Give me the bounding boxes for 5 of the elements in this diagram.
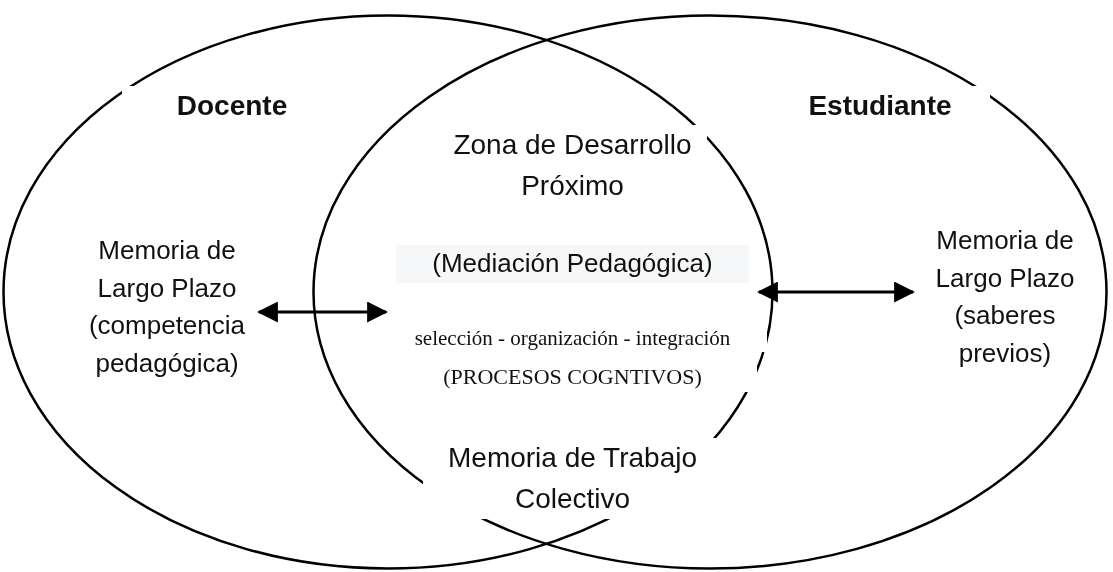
text-label: Memoria de Largo Plazo (saberes previos): [915, 222, 1095, 374]
double-arrow: [256, 301, 389, 323]
mediation-label: (Mediación Pedagógica): [396, 245, 749, 283]
text-label: Memoria de Largo Plazo (competencia pedagógica): [77, 232, 257, 384]
double-arrow: [756, 281, 916, 303]
